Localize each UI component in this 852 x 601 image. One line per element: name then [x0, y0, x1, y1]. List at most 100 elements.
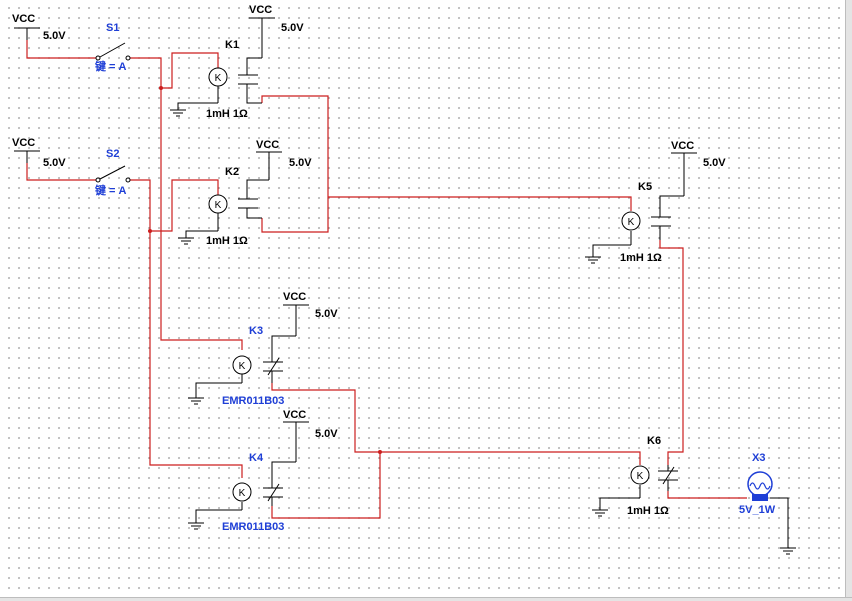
ground-symbol[interactable] — [592, 509, 608, 517]
wire[interactable] — [328, 196, 632, 211]
relay-coils — [208, 67, 650, 502]
switch-terminals — [95, 55, 131, 183]
junctions — [148, 86, 382, 454]
switch-s2-lever[interactable] — [99, 165, 126, 180]
vcc-voltage-label: 5.0V — [315, 428, 338, 440]
relay-k3-value: EMR011B03 — [222, 395, 284, 407]
k5-coil-lead — [592, 244, 631, 257]
wire[interactable] — [261, 95, 329, 233]
k1-coil-lead — [177, 102, 218, 110]
wire[interactable] — [271, 452, 381, 519]
ground-symbol[interactable] — [178, 237, 194, 245]
k1-coil[interactable] — [208, 67, 228, 87]
switch-terminal — [95, 177, 101, 183]
lamp-filament — [749, 482, 771, 490]
wires — [26, 40, 747, 519]
component-graphics — [14, 17, 796, 555]
k2-coil[interactable] — [208, 194, 228, 214]
relay-k1-value: 1mH 1Ω — [206, 108, 248, 120]
k2-contact-lead — [246, 208, 262, 219]
wire[interactable] — [161, 52, 219, 89]
k1-contact-lead — [246, 57, 262, 75]
wire[interactable] — [659, 240, 684, 465]
k1-coil-letter: K — [215, 73, 222, 84]
vcc-label: VCC — [249, 4, 272, 16]
relay-k5-value: 1mH 1Ω — [620, 252, 662, 264]
k4-coil-lead — [195, 509, 242, 523]
k4-coil[interactable] — [232, 482, 252, 502]
wire[interactable] — [130, 179, 243, 478]
k4-contact-diag — [267, 483, 280, 502]
wire[interactable] — [150, 179, 219, 232]
vcc-label: VCC — [256, 139, 279, 151]
k6-coil-lead — [599, 497, 640, 510]
vcc-voltage-label: 5.0V — [315, 308, 338, 320]
lamp-x3-value: 5V_1W — [739, 504, 776, 516]
k5-coil[interactable] — [621, 211, 641, 231]
vcc-label: VCC — [283, 291, 306, 303]
k2-contact-lead — [246, 179, 269, 199]
wire[interactable] — [271, 383, 641, 465]
switch-s1-lever[interactable] — [99, 42, 126, 58]
relay-k4-value: EMR011B03 — [222, 521, 284, 533]
switch-terminal — [95, 55, 101, 61]
relay-k5-label: K5 — [638, 181, 652, 193]
switch-s1-key-label: 键 = A — [94, 59, 127, 73]
wire[interactable] — [26, 40, 96, 59]
vcc-label: VCC — [12, 13, 35, 25]
k3-coil[interactable] — [232, 355, 252, 375]
lamp-ground-lead — [770, 497, 789, 548]
vcc-label: VCC — [671, 140, 694, 152]
switch-terminal — [125, 55, 131, 61]
relay-k2-label: K2 — [225, 166, 239, 178]
k6-coil-letter: K — [637, 471, 644, 482]
vcc-voltage-label: 5.0V — [43, 30, 66, 42]
k3-contact-diag — [267, 357, 280, 376]
wire[interactable] — [26, 163, 96, 181]
ground-symbol[interactable] — [188, 397, 204, 405]
relay-k6-label: K6 — [647, 435, 661, 447]
relay-k3-label: K3 — [249, 325, 263, 337]
relay-k2-value: 1mH 1Ω — [206, 235, 248, 247]
switch-s2-key-label: 键 = A — [94, 183, 127, 197]
lamp-base — [752, 494, 768, 501]
vcc-label: VCC — [12, 137, 35, 149]
k4-contact-lead — [271, 461, 296, 488]
junction-dot — [378, 450, 382, 454]
window-frame-bottom — [0, 597, 852, 601]
ground-symbol[interactable] — [188, 522, 204, 530]
lamp-x3[interactable] — [747, 471, 773, 501]
relay-k1-label: K1 — [225, 39, 239, 51]
switch-terminal — [125, 177, 131, 183]
vcc-voltage-label: 5.0V — [703, 157, 726, 169]
switch-s1-label: S1 — [106, 22, 119, 34]
k6-contact-diag — [662, 466, 675, 485]
k2-coil-letter: K — [215, 200, 222, 211]
k6-coil[interactable] — [630, 465, 650, 485]
vcc-voltage-label: 5.0V — [281, 22, 304, 34]
k5-contact-lead — [659, 195, 684, 217]
window-frame-right — [845, 0, 852, 601]
wire[interactable] — [130, 57, 243, 350]
junction-dot — [159, 86, 163, 90]
k1-contact-lead — [246, 84, 262, 104]
vcc-label: VCC — [283, 409, 306, 421]
switch-s2-label: S2 — [106, 148, 119, 160]
k3-coil-lead — [195, 382, 242, 398]
k5-coil-letter: K — [628, 217, 635, 228]
relay-k4-label: K4 — [249, 452, 264, 464]
k2-coil-lead — [185, 230, 218, 238]
lamp-x3-label: X3 — [752, 452, 765, 464]
vcc-voltage-label: 5.0V — [43, 157, 66, 169]
k3-coil-letter: K — [239, 361, 246, 372]
vcc-voltage-label: 5.0V — [289, 157, 312, 169]
wire[interactable] — [667, 491, 747, 499]
junction-dot — [148, 229, 152, 233]
ground-symbol[interactable] — [780, 547, 796, 555]
k3-contact-lead — [271, 335, 296, 362]
ground-symbol[interactable] — [585, 256, 601, 264]
k4-coil-letter: K — [239, 488, 246, 499]
ground-symbol[interactable] — [170, 109, 186, 117]
relay-k6-value: 1mH 1Ω — [627, 505, 669, 517]
